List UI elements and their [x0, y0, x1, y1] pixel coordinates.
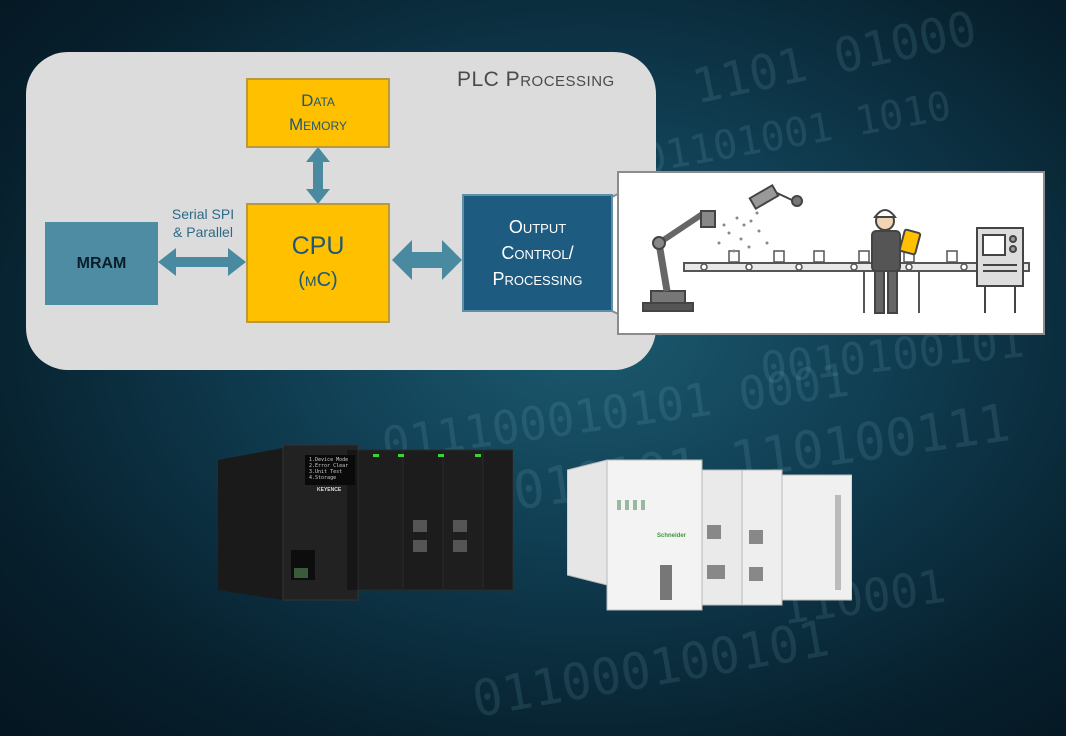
spray-camera-icon [748, 183, 803, 211]
factory-illustration [617, 171, 1045, 335]
mram-box: MRAM [45, 222, 158, 305]
data-memory-line1: Data [301, 91, 335, 110]
schneider-plc-image: Schneider [566, 455, 853, 615]
connector-label-line1: Serial SPI [171, 206, 235, 222]
connector-label-line2: & Parallel [173, 224, 233, 240]
conveyor-rollers [700, 263, 968, 271]
arrow-cpu-output [392, 240, 462, 280]
keyence-screen-line3: 3.Unit Test [309, 469, 343, 475]
keyence-screen-line1: 1.Device Mode [309, 457, 349, 463]
schneider-brand: Schneider [657, 533, 687, 539]
arrow-memory-cpu [306, 147, 330, 204]
connector-label: Serial SPI & Parallel [163, 205, 243, 241]
machine-icon [976, 227, 1024, 313]
mram-label: MRAM [76, 254, 127, 272]
spray-particles [717, 211, 769, 253]
keyence-brand: KEYENCE [317, 487, 342, 493]
cpu-box: CPU (mC) [246, 203, 390, 323]
keyence-screen-line4: 4.Storage [309, 475, 337, 481]
worker-icon [871, 209, 922, 314]
keyence-plc-image: 1.Device Mode 2.Error Clear 3.Unit Test … [213, 440, 517, 602]
robot-arm-icon [642, 210, 716, 312]
output-line2: Control/ [501, 243, 574, 263]
cpu-sublabel: (mC) [298, 269, 338, 291]
output-line1: Output [508, 217, 567, 237]
factory-scene [642, 183, 1030, 314]
panel-title: PLC Processing [457, 68, 615, 91]
conveyor-boxes [728, 250, 958, 263]
output-line3: Processing [492, 269, 583, 289]
keyence-screen-line2: 2.Error Clear [309, 463, 349, 469]
cpu-label: CPU [291, 232, 345, 260]
arrow-mram-cpu [158, 248, 246, 276]
data-memory-line2: Memory [289, 115, 347, 134]
